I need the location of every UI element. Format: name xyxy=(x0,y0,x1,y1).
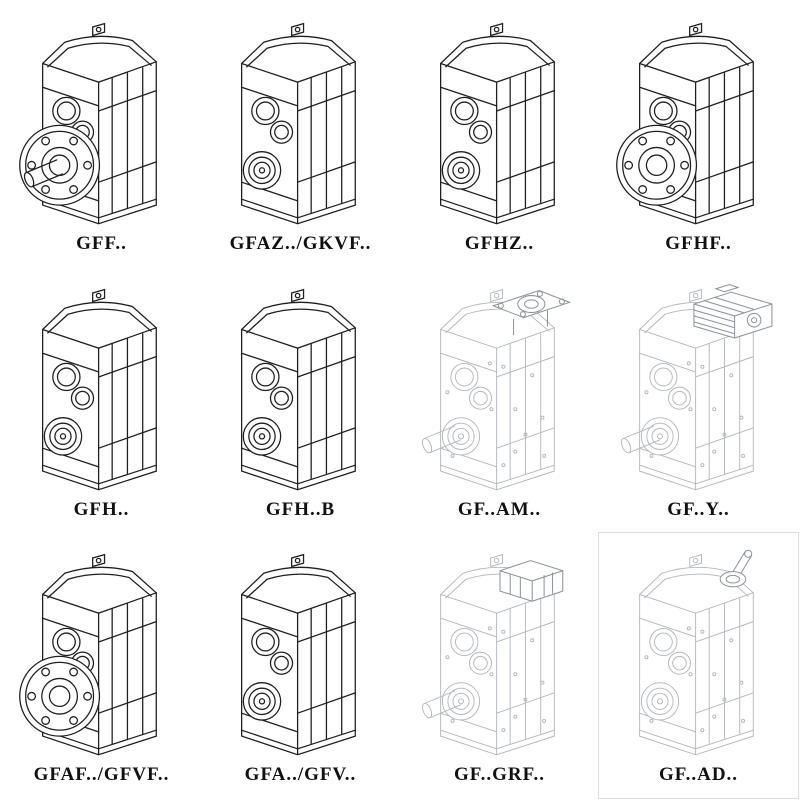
product-cell-gfa-gfv: GFA../GFV.. xyxy=(201,533,400,798)
gearbox-drawing-motor-block xyxy=(419,554,563,756)
product-label: GFF.. xyxy=(76,233,127,255)
product-cell-gfhz: GFHZ.. xyxy=(400,2,599,267)
housing-outline xyxy=(439,23,555,225)
product-cell-gfhb: GFH..B xyxy=(201,267,400,532)
product-label: GFAZ../GKVF.. xyxy=(229,233,372,255)
product-cell-gfgrf: GF..GRF.. xyxy=(400,533,599,798)
gearbox-drawing-hollow-shaft xyxy=(41,288,157,490)
product-cell-gff: GFF.. xyxy=(2,2,201,267)
product-label: GF..GRF.. xyxy=(453,764,545,785)
product-label: GF..AM.. xyxy=(457,498,542,520)
product-label: GFHF.. xyxy=(665,233,732,255)
product-label: GFH..B xyxy=(265,498,336,520)
housing-outline xyxy=(240,23,356,225)
bearing-rings xyxy=(441,151,480,190)
gearbox-drawing-motor-mounted xyxy=(618,283,772,490)
product-cell-gfad: GF..AD.. xyxy=(598,531,799,800)
product-cell-gfaz-gkvf: GFAZ../GKVF.. xyxy=(201,2,400,267)
bearing-rings xyxy=(242,151,281,190)
gearbox-drawing-input-shaft xyxy=(638,549,754,756)
output-flange xyxy=(18,125,100,206)
output-flange xyxy=(18,655,100,737)
product-cell-gfh: GFH.. xyxy=(2,267,201,532)
input-shaft-adapter xyxy=(719,549,752,588)
bearing-rings xyxy=(242,416,281,456)
gearbox-drawing-hollow-shaft xyxy=(240,23,356,225)
output-flange xyxy=(615,125,697,206)
gearbox-drawing-flange-shaft xyxy=(18,23,157,225)
housing-outline xyxy=(240,288,356,490)
bearing-rings xyxy=(640,682,679,721)
housing-outline xyxy=(439,288,555,490)
housing-outline xyxy=(41,288,157,490)
gearbox-drawing-motor-adapter xyxy=(419,288,570,490)
bearing-rings xyxy=(640,416,679,456)
gearbox-drawing-hollow-shaft xyxy=(240,288,356,490)
product-cell-gfaf-gfvf: GFAF../GFVF.. xyxy=(2,533,201,798)
gearbox-drawing-flange-hollow xyxy=(18,554,157,756)
product-label: GF..AD.. xyxy=(658,764,739,785)
bearing-rings xyxy=(43,416,82,456)
gearbox-drawing-hollow-shaft xyxy=(439,23,555,225)
product-label: GFA../GFV.. xyxy=(244,764,357,785)
product-cell-gfhf: GFHF.. xyxy=(599,2,798,267)
bearing-rings xyxy=(441,416,480,456)
housing-outline xyxy=(240,554,356,756)
product-cell-gfy: GF..Y.. xyxy=(599,267,798,532)
product-label: GFAF../GFVF.. xyxy=(33,764,170,785)
bearing-rings xyxy=(242,682,281,721)
gearbox-drawing-hollow-shaft xyxy=(240,554,356,756)
product-label: GFHZ.. xyxy=(464,233,535,255)
electric-motor xyxy=(692,283,772,339)
product-label: GFH.. xyxy=(73,498,130,520)
product-label: GF..Y.. xyxy=(667,498,730,520)
gearbox-drawing-flange-hollow xyxy=(615,23,754,225)
bearing-rings xyxy=(441,682,480,721)
product-cell-gfam: GF..AM.. xyxy=(400,267,599,532)
